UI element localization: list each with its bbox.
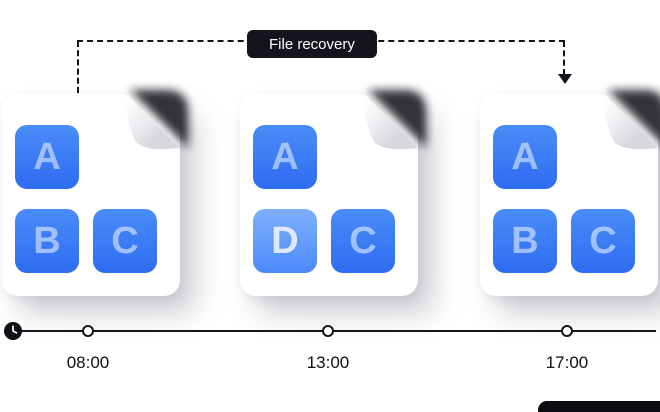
partial-bottom-element xyxy=(538,401,660,412)
file-block-letter: A xyxy=(271,136,299,178)
file-snapshot-1: A B C xyxy=(2,90,188,296)
clock-icon xyxy=(4,322,22,340)
recovery-arrow-down-icon xyxy=(558,74,572,84)
file-block-letter: C xyxy=(111,220,139,262)
file-block: C xyxy=(571,209,635,273)
file-block-letter: B xyxy=(33,220,61,262)
file-block: B xyxy=(15,209,79,273)
timeline-marker-1700 xyxy=(561,325,573,337)
file-block: C xyxy=(331,209,395,273)
recovery-path-start-line xyxy=(77,41,79,93)
timeline-label: 13:00 xyxy=(306,353,350,372)
file-block-letter: D xyxy=(271,220,299,262)
folded-corner-icon xyxy=(604,90,660,150)
file-block: B xyxy=(493,209,557,273)
file-block: D xyxy=(253,209,317,273)
file-block-letter: C xyxy=(589,220,617,262)
recovery-path-end-line xyxy=(563,41,565,75)
timeline-label: 08:00 xyxy=(66,353,110,372)
timeline-label: 17:00 xyxy=(545,353,589,372)
folded-corner-icon xyxy=(126,90,188,150)
timeline-marker-1300 xyxy=(322,325,334,337)
file-block: A xyxy=(15,125,79,189)
timeline-line xyxy=(14,330,656,332)
file-block: A xyxy=(493,125,557,189)
file-snapshot-2: A D C xyxy=(240,90,426,296)
file-recovery-badge: File recovery xyxy=(247,30,377,58)
file-block-letter: B xyxy=(511,220,539,262)
timeline-marker-0800 xyxy=(82,325,94,337)
file-block-letter: C xyxy=(349,220,377,262)
file-block-letter: A xyxy=(33,136,61,178)
file-block-letter: A xyxy=(511,136,539,178)
file-block: A xyxy=(253,125,317,189)
file-recovery-badge-label: File recovery xyxy=(269,35,355,53)
file-block: C xyxy=(93,209,157,273)
file-snapshot-3: A B C xyxy=(480,90,660,296)
folded-corner-icon xyxy=(364,90,426,150)
